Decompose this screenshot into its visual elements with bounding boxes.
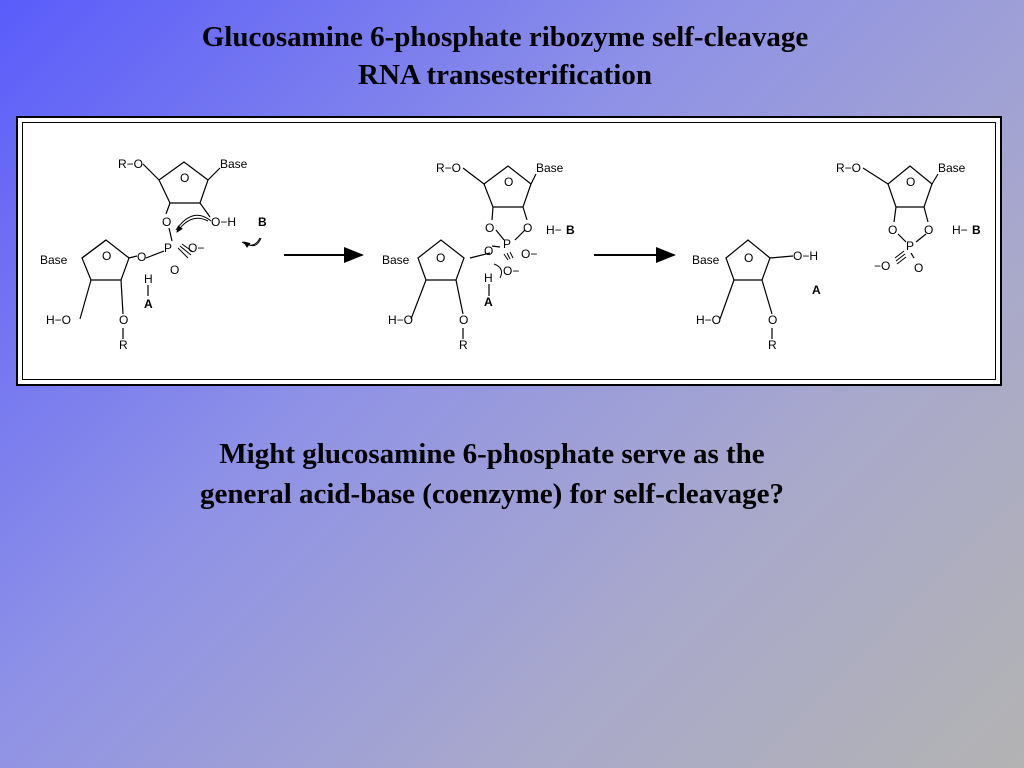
oxygen-label: O: [162, 215, 171, 229]
wedge-bonds-reactant: [177, 243, 194, 259]
general-acid-label: A: [144, 297, 153, 311]
question-line-2: general acid-base (coenzyme) for self-cl…: [199, 478, 785, 510]
oxygen-label: O: [119, 313, 128, 327]
reaction-scheme: R−O Base O O O−H B P O− O O Base O H−O O…: [40, 157, 981, 352]
question-line-1: Might glucosamine 6-phosphate serve as t…: [219, 438, 765, 470]
wedge-bonds-intermediate: [503, 251, 514, 261]
ring-oxygen-label: O: [744, 251, 753, 265]
title-line-2: RNA transesterification: [358, 59, 652, 91]
ring-oxygen-label: O: [102, 249, 111, 263]
phosphate-oxygen-label: O: [914, 261, 923, 275]
phosphorus-label: P: [164, 241, 172, 255]
structure-reactant: [79, 161, 261, 339]
phosphorus-label: P: [906, 239, 914, 253]
r-label: R: [459, 338, 468, 352]
oxygen-label: O: [888, 223, 897, 237]
curved-arrow-nucleophile: [176, 217, 209, 233]
r-o-label: R−O: [118, 157, 143, 171]
oxygen-label: O: [523, 221, 532, 235]
general-acid-label: A: [812, 283, 821, 297]
phosphate-oxygen-anion-label: O−: [503, 264, 519, 278]
oxygen-label: O: [459, 313, 468, 327]
r-label: R: [768, 338, 777, 352]
oxygen-label: O: [768, 313, 777, 327]
ring-oxygen-label: O: [180, 171, 189, 185]
phosphate-oxygen-anion-label: O−: [188, 241, 204, 255]
ring-oxygen-label: O: [436, 251, 445, 265]
base-label: Base: [692, 253, 720, 267]
base-label: Base: [40, 253, 68, 267]
base-label: Base: [220, 157, 248, 171]
figure-inner-border: [22, 122, 996, 380]
title-line-1: Glucosamine 6-phosphate ribozyme self-cl…: [201, 21, 809, 53]
wedge-bonds-product: [894, 250, 907, 265]
hydrogen-label: H−: [952, 223, 968, 237]
hydrogen-label: H: [484, 271, 493, 285]
question-text: Might glucosamine 6-phosphate serve as t…: [0, 434, 984, 514]
mechanism-figure: R−O Base O O O−H B P O− O O Base O H−O O…: [16, 116, 1002, 386]
oxygen-label: O: [485, 221, 494, 235]
bridging-oxygen-label: O: [137, 250, 146, 264]
hydroxyl-label: O−H: [793, 249, 818, 263]
hydroxyl-label: H−O: [696, 313, 721, 327]
base-label: Base: [938, 161, 966, 175]
ring-oxygen-label: O: [504, 175, 513, 189]
base-label: Base: [536, 161, 564, 175]
hydrogen-label: H: [144, 272, 153, 286]
base-label: Base: [382, 253, 410, 267]
r-o-label: R−O: [836, 161, 861, 175]
r-label: R: [119, 338, 128, 352]
general-base-label: B: [566, 223, 575, 237]
phosphate-oxygen-anion-label: O−: [521, 247, 537, 261]
slide-title: Glucosamine 6-phosphate ribozyme self-cl…: [0, 18, 1010, 94]
general-base-label: B: [258, 215, 267, 229]
phosphorus-label: P: [503, 237, 511, 251]
hydroxyl-label: O−H: [211, 215, 236, 229]
ring-oxygen-label: O: [906, 175, 915, 189]
general-base-label: B: [972, 223, 981, 237]
bridging-oxygen-label: O: [484, 244, 493, 258]
hydrogen-label: H−: [546, 223, 562, 237]
structure-intermediate: [410, 165, 537, 339]
r-o-label: R−O: [436, 161, 461, 175]
general-acid-label: A: [484, 295, 493, 309]
phosphate-oxygen-label: O: [170, 263, 179, 277]
hydroxyl-label: H−O: [46, 313, 71, 327]
structure-products: [719, 165, 939, 339]
oxygen-label: O: [924, 223, 933, 237]
phosphate-oxygen-anion-label: −O: [874, 259, 890, 273]
curved-arrow-base: [243, 237, 262, 248]
hydroxyl-label: H−O: [388, 313, 413, 327]
